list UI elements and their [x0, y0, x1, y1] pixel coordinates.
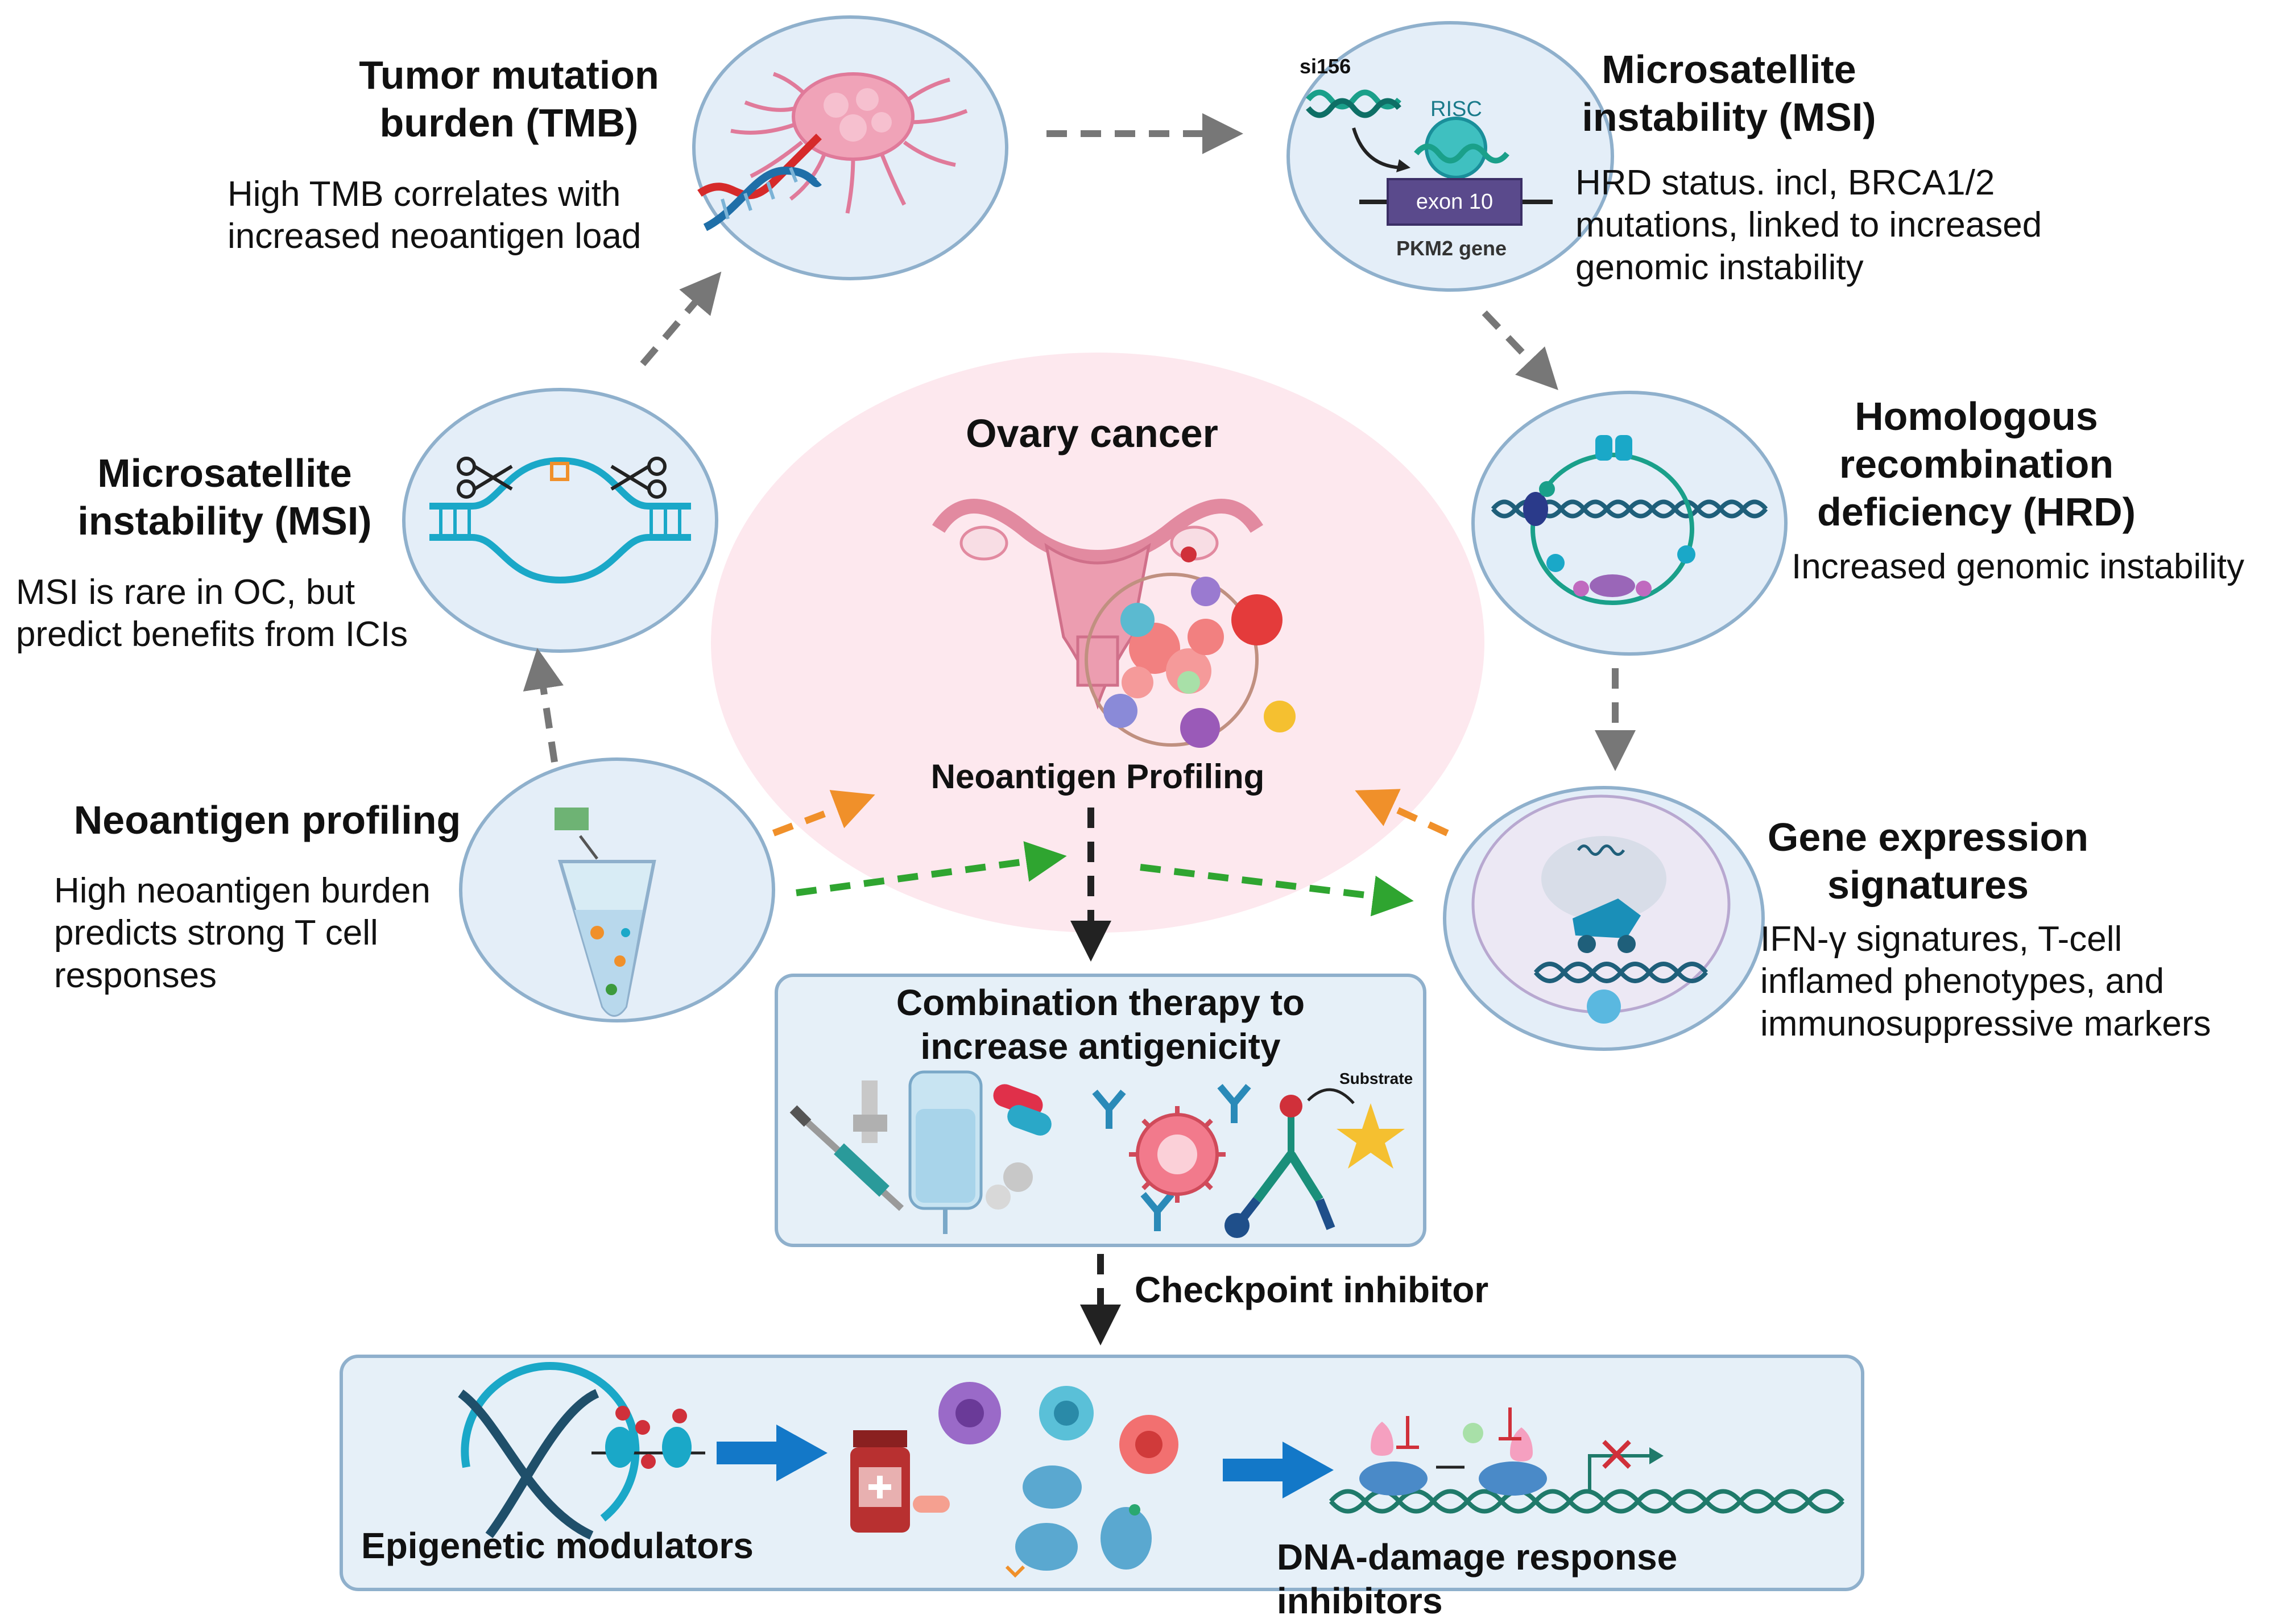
gene-expression-icon	[1471, 794, 1731, 1024]
arrow-neo-green-1	[796, 841, 1067, 896]
immune-cell-icon	[938, 1382, 1178, 1578]
hrd-circle	[1471, 391, 1788, 656]
arrow-msi-to-hrd	[1482, 310, 1558, 391]
msi-top-title: Microsatellite instability (MSI)	[1582, 47, 1876, 139]
blue-arrow-1	[717, 1425, 828, 1481]
bottom-box	[340, 1355, 1864, 1591]
epigenetic-label: Epigenetic modulators	[361, 1525, 754, 1566]
msi-left-title: Microsatellite instability (MSI)	[77, 451, 372, 543]
neo-title: Neoantigen profiling	[73, 798, 461, 842]
arrow-ges-to-center	[1355, 789, 1449, 837]
msi-top-description: HRD status. incl, BRCA1/2 mutations, lin…	[1575, 163, 2042, 287]
msi-left-description: MSI is rare in OC, but predict benefits …	[16, 573, 408, 655]
risc-label: RISC	[1430, 97, 1482, 121]
antibody-conjugate-icon	[1224, 1088, 1405, 1238]
ges-title: Gene expression signatures	[1767, 815, 2089, 907]
center-title: Ovary cancer	[966, 411, 1218, 456]
hrd-title: Homologous recombination deficiency (HRD…	[1817, 394, 2136, 534]
dna-loop-icon	[458, 1362, 705, 1540]
pill-icon	[986, 1084, 1052, 1210]
tmb-description: High TMB correlates with increased neoan…	[227, 175, 642, 256]
arrow-neo-green-2	[1140, 864, 1414, 917]
virus-icon	[1129, 1106, 1226, 1203]
arrow-msi-to-tmb	[640, 271, 722, 366]
exon-label: exon 10	[1416, 190, 1494, 214]
checkpoint-label: Checkpoint inhibitor	[1135, 1269, 1489, 1310]
gene-label: PKM2 gene	[1396, 237, 1507, 260]
antibody-icon	[1092, 1084, 1251, 1231]
ddr-icon	[1329, 1407, 1845, 1514]
tumor-icon	[730, 72, 968, 214]
arrow-neo-to-msi	[523, 648, 564, 763]
combo-title: Combination therapy to increase antigeni…	[896, 982, 1305, 1067]
center-subtitle: Neoantigen Profiling	[930, 757, 1265, 796]
syringe-icon	[789, 1105, 904, 1211]
dropper-icon	[853, 1080, 887, 1143]
ddr-label: DNA-damage response inhibitors	[1277, 1537, 1678, 1621]
ges-description: IFN-γ signatures, T-cell inflamed phenot…	[1760, 920, 2211, 1044]
neo-description: High neoantigen burden predicts strong T…	[54, 871, 431, 995]
blue-arrow-2	[1223, 1442, 1334, 1498]
hrd-icon	[1491, 435, 1768, 605]
substrate-label: Substrate	[1339, 1070, 1413, 1087]
uterus-icon	[932, 499, 1296, 748]
dna-icon	[697, 134, 822, 231]
test-tube-icon	[555, 808, 656, 1017]
tmb-title: Tumor mutation burden (TMB)	[359, 53, 659, 145]
medicine-bottle-icon	[850, 1430, 950, 1533]
iv-bag-icon	[908, 1070, 983, 1234]
hrd-description: Increased genomic instability	[1792, 547, 2245, 586]
sirna-label: si156	[1300, 55, 1351, 78]
arrow-neo-to-center	[772, 790, 875, 837]
scissors-dna-icon	[429, 457, 691, 584]
sirna-icon	[1306, 89, 1553, 226]
